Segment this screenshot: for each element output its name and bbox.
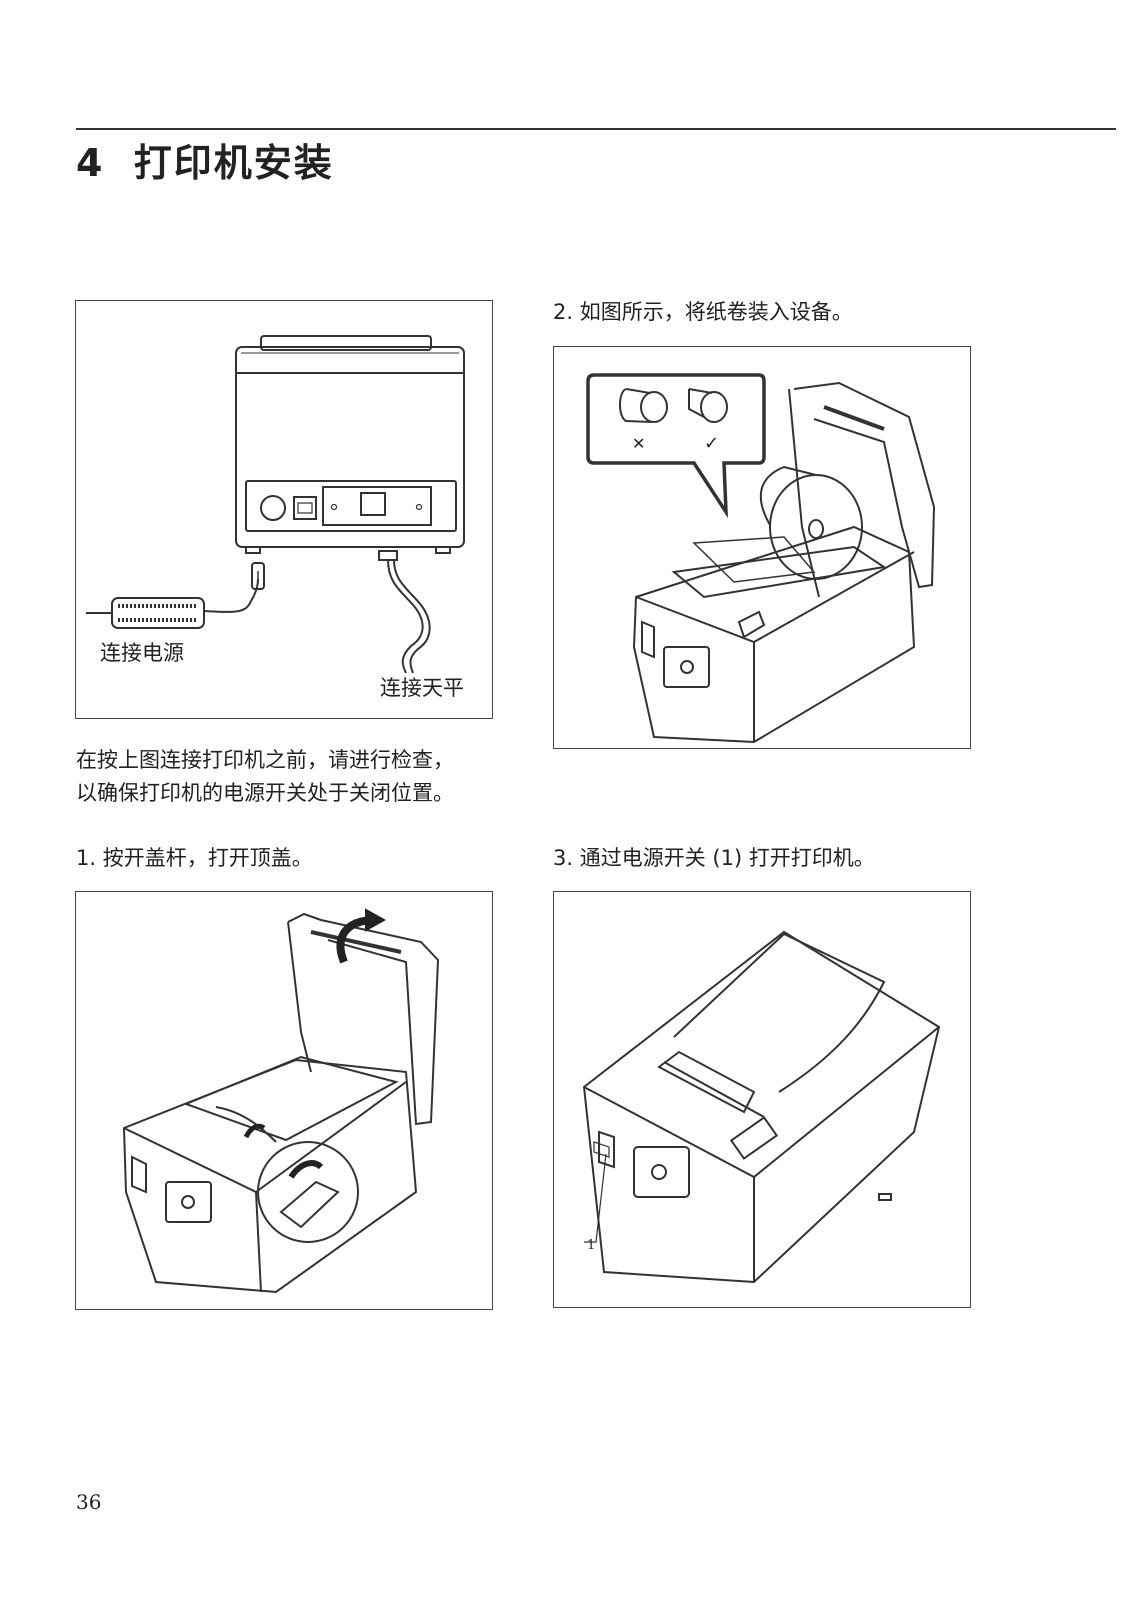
chapter-title: 打印机安装 [133,141,334,185]
printer-open-cover-illustration [122,908,440,1294]
step-3-text: 3. 通过电源开关 (1) 打开打印机。 [553,846,875,870]
step-1-text: 1. 按开盖杆，打开顶盖。 [76,846,313,870]
power-connection-label: 连接电源 [100,641,184,665]
instruction-line-2: 以确保打印机的电源开关处于关闭位置。 [76,781,454,805]
correct-orientation-mark: ✓ [704,433,719,454]
figure-power-on: 1 [553,891,971,1308]
connection-instruction: 在按上图连接打印机之前，请进行检查， 以确保打印机的电源开关处于关闭位置。 [76,744,454,810]
figure-open-cover [75,891,493,1310]
header-rule [76,128,1116,130]
figure-load-paper: ✕ ✓ [553,346,971,749]
chapter-number: 4 [76,141,105,185]
power-switch-callout: 1 [587,1238,596,1253]
printer-closed-illustration [582,930,941,1284]
chapter-heading: 4 打印机安装 [76,132,334,187]
instruction-line-1: 在按上图连接打印机之前，请进行检查， [76,748,454,772]
printer-paper-roll-illustration: ✕ ✓ [586,373,936,744]
printer-rear-illustration [86,335,465,674]
wrong-orientation-mark: ✕ [632,434,645,453]
step-2-text: 2. 如图所示，将纸卷装入设备。 [553,300,853,324]
figure-connections: 连接电源 连接天平 [75,300,493,719]
page-number: 36 [76,1490,102,1514]
balance-connection-label: 连接天平 [380,676,464,700]
